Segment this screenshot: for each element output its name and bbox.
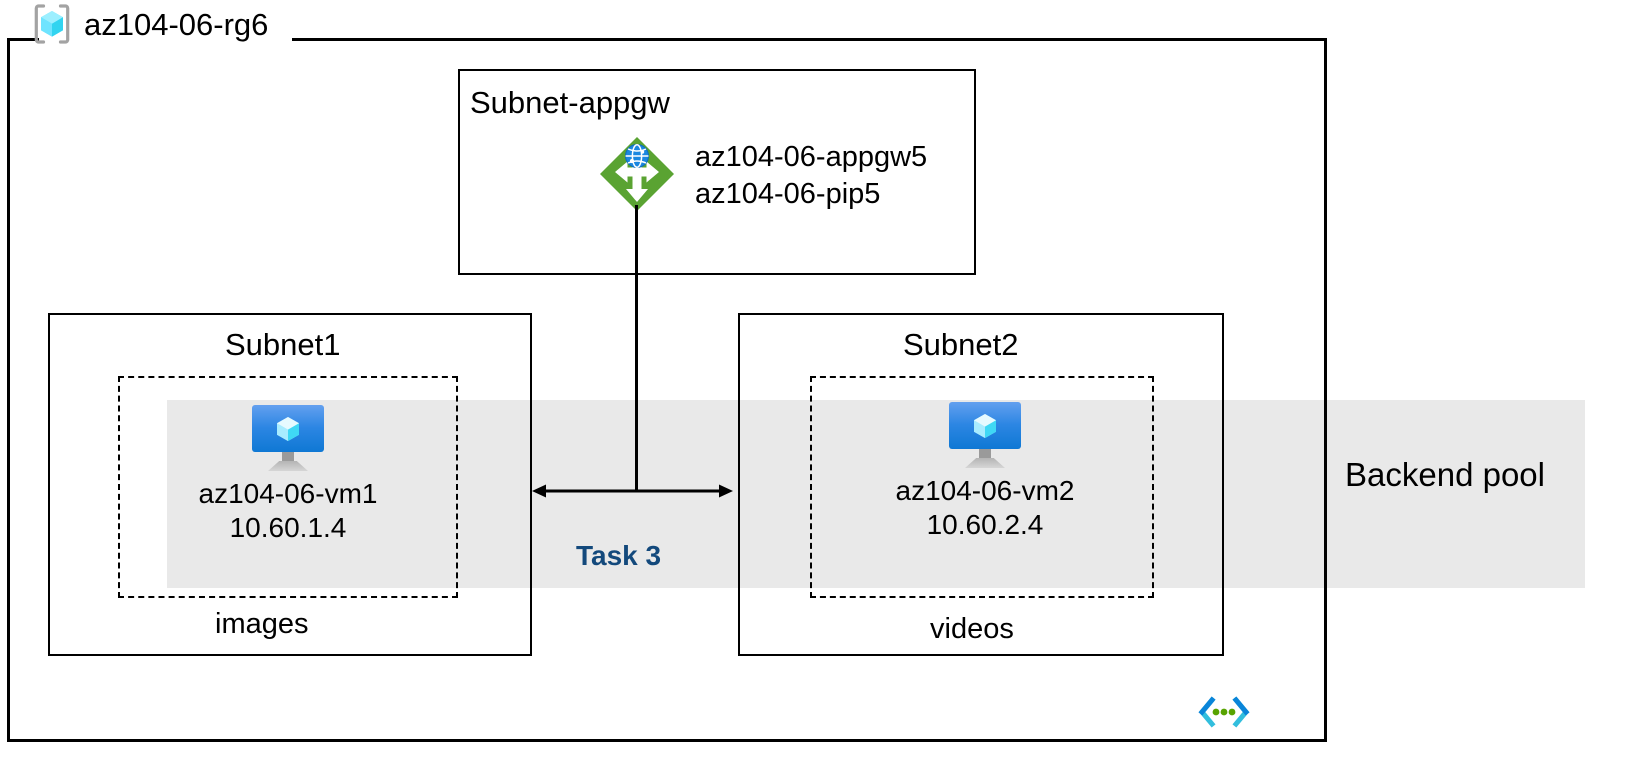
backend-pool-label: Backend pool — [1345, 456, 1545, 493]
virtual-network-icon — [1198, 696, 1250, 728]
subnet-appgw-title: Subnet-appgw — [470, 85, 670, 120]
subnet1-box — [48, 313, 532, 656]
resource-group-icon — [30, 2, 74, 46]
subnet1-backend-scope-box — [118, 376, 458, 598]
subnet2-pool-name: videos — [930, 613, 1014, 645]
resource-group-border-bottom — [7, 739, 1327, 742]
task3-label: Task 3 — [576, 540, 662, 571]
subnet2-title: Subnet2 — [903, 327, 1019, 362]
vm1-ip: 10.60.1.4 — [229, 512, 347, 544]
resource-group-border-right — [1324, 38, 1327, 742]
vm1-name: az104-06-vm1 — [198, 478, 378, 509]
subnet1-title: Subnet1 — [225, 327, 341, 362]
subnet2-backend-scope-box — [810, 376, 1154, 598]
resource-group-name: az104-06-rg6 — [84, 6, 269, 42]
application-gateway-icon — [597, 134, 677, 219]
pip-name: az104-06-pip5 — [695, 177, 881, 210]
vm2-name: az104-06-vm2 — [895, 475, 1075, 506]
task3-double-arrow — [532, 484, 733, 498]
application-gateway-labels: az104-06-appgw5 az104-06-pip5 — [695, 134, 927, 213]
subnet2-box — [738, 313, 1224, 656]
resource-group-border-left — [7, 38, 10, 742]
application-gateway-resource: az104-06-appgw5 az104-06-pip5 — [597, 134, 927, 219]
subnet-appgw-box — [458, 69, 976, 275]
resource-group-border-top-left — [7, 38, 39, 41]
vm1-resource: az104-06-vm1 10.60.1.4 — [168, 405, 408, 545]
backend-pool-band — [167, 400, 1585, 588]
gateway-connector-line — [635, 205, 638, 490]
vm2-ip: 10.60.2.4 — [926, 509, 1044, 541]
resource-group-header: az104-06-rg6 — [30, 2, 268, 46]
virtual-machine-icon — [949, 402, 1021, 468]
appgw-name: az104-06-appgw5 — [695, 141, 928, 173]
subnet1-pool-name: images — [215, 608, 309, 640]
resource-group-border-top-right — [292, 38, 1327, 41]
vm2-resource: az104-06-vm2 10.60.2.4 — [865, 402, 1105, 542]
virtual-machine-icon — [252, 405, 324, 471]
